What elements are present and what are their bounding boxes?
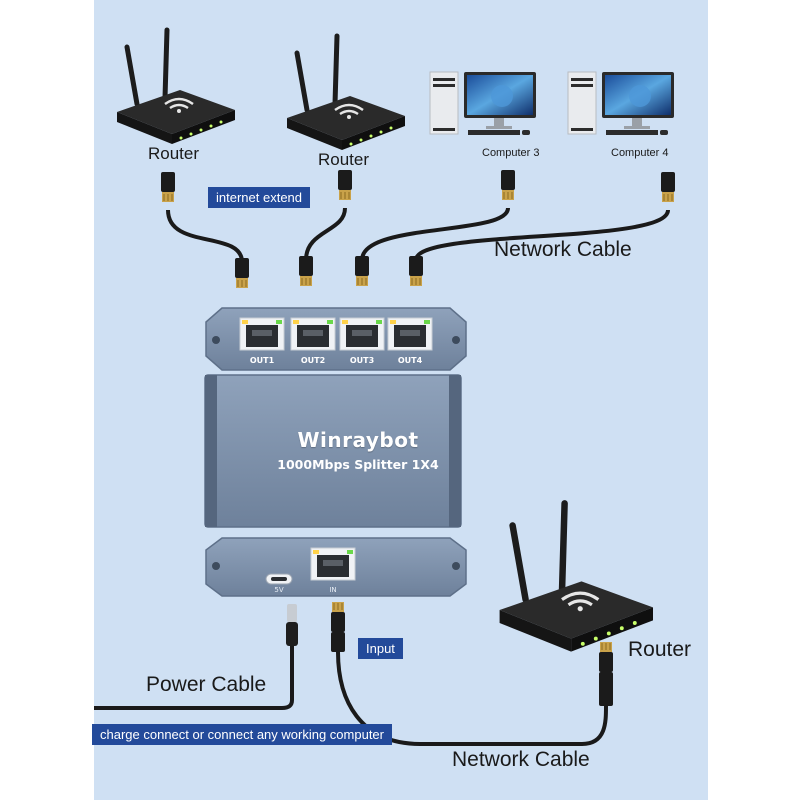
router-icon bbox=[287, 36, 405, 150]
rj45-plug-icon bbox=[500, 169, 516, 201]
cable-computer3 bbox=[360, 207, 510, 261]
rj45-port-icon bbox=[290, 317, 336, 351]
rj45-plug-icon bbox=[354, 255, 370, 287]
router-icon bbox=[117, 30, 235, 144]
rj45-port-icon bbox=[339, 317, 385, 351]
rj45-port-icon bbox=[310, 547, 356, 581]
charge-connect-tag: charge connect or connect any working co… bbox=[92, 724, 392, 745]
desktop-computer-icon bbox=[567, 71, 675, 136]
router-label: Router bbox=[318, 150, 370, 169]
rj45-plug-icon bbox=[660, 171, 676, 203]
computer-label: Computer 3 bbox=[482, 147, 540, 159]
rj45-plug-icon bbox=[330, 601, 346, 633]
port-label-out4: OUT4 bbox=[397, 356, 423, 365]
brand-logo: Winraybot bbox=[297, 428, 419, 452]
rj45-port-icon bbox=[387, 317, 433, 351]
usb-c-plug-icon bbox=[286, 622, 298, 646]
port-label-5v: 5V bbox=[274, 586, 284, 594]
model-label: 1000Mbps Splitter 1X4 bbox=[277, 457, 439, 472]
port-label-out3: OUT3 bbox=[349, 356, 375, 365]
router-label: Router bbox=[628, 638, 692, 661]
input-cable bbox=[336, 651, 608, 746]
port-label-out1: OUT1 bbox=[249, 356, 275, 365]
power-cable-label: Power Cable bbox=[146, 673, 267, 696]
cable-router2 bbox=[304, 207, 347, 261]
rj45-plug-icon bbox=[408, 255, 424, 287]
network-cable-label: Network Cable bbox=[452, 748, 590, 771]
rj45-plug-icon bbox=[298, 255, 314, 287]
network-cable-label: Network Cable bbox=[494, 238, 632, 261]
router-icon bbox=[500, 503, 653, 651]
input-tag: Input bbox=[358, 638, 403, 659]
cable-computer4 bbox=[414, 209, 670, 261]
router-label: Router bbox=[148, 144, 200, 163]
rj45-plug-icon bbox=[598, 641, 614, 673]
desktop-computer-icon bbox=[429, 71, 537, 136]
rj45-plug-icon bbox=[331, 632, 345, 652]
port-label-in: IN bbox=[329, 586, 337, 594]
computer-label: Computer 4 bbox=[611, 147, 669, 159]
rj45-port-icon bbox=[239, 317, 285, 351]
power-cable bbox=[94, 645, 294, 710]
rj45-plug-icon bbox=[160, 171, 176, 203]
port-label-out2: OUT2 bbox=[300, 356, 326, 365]
rj45-plug-icon bbox=[337, 169, 353, 201]
rj45-plug-icon bbox=[234, 257, 250, 289]
cable-router1 bbox=[166, 209, 244, 263]
internet-extend-tag: internet extend bbox=[208, 187, 311, 208]
